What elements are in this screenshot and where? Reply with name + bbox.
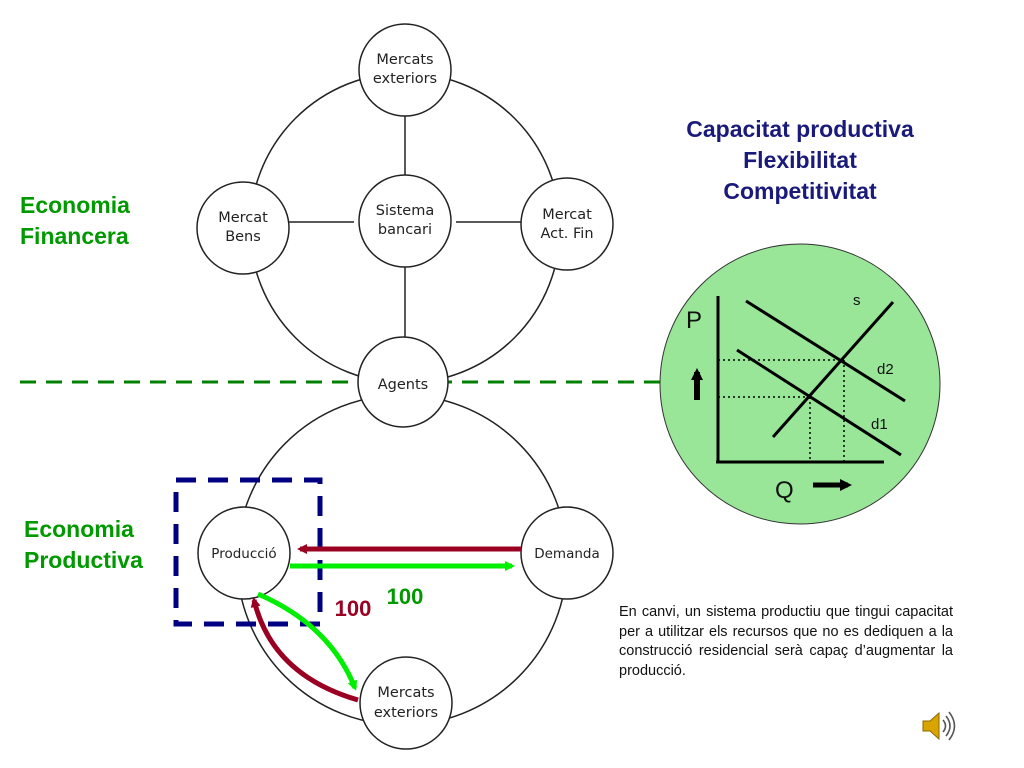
node-label: Demanda xyxy=(534,546,600,562)
graph-s-label: s xyxy=(853,292,861,309)
flow-green-value: 100 xyxy=(387,584,424,609)
node-label-line1: Sistema xyxy=(376,203,434,219)
demand-curve-d2 xyxy=(745,299,906,403)
graph-q-label: Q xyxy=(775,477,794,504)
title-line2: Flexibilitat xyxy=(743,147,857,173)
node-demanda: Demanda xyxy=(520,506,614,600)
node-sistema-bancari: Sistema bancari xyxy=(358,174,452,268)
description-text: En canvi, un sistema productiu que tingu… xyxy=(619,604,953,679)
title-block: Capacitat productiva Flexibilitat Compet… xyxy=(686,116,914,204)
node-produccio: Producció xyxy=(197,506,291,600)
node-label: Agents xyxy=(378,377,428,393)
node-label-line2: Act. Fin xyxy=(540,226,593,242)
node-label-line2: exteriors xyxy=(374,705,438,721)
graph-p-label: P xyxy=(686,307,702,334)
supply-curve xyxy=(771,301,895,438)
supply-demand-graph: P Q s d2 d1 xyxy=(659,243,941,525)
node-label-line2: Bens xyxy=(225,229,261,245)
speaker-icon-graphic xyxy=(922,711,956,741)
flow-red-value: 100 xyxy=(335,596,372,621)
graph-d2-label: d2 xyxy=(877,361,894,378)
produccio-highlight-box xyxy=(173,477,323,627)
label-economia-productiva: Economia Productiva xyxy=(24,516,143,573)
graph-d1-label: d1 xyxy=(871,416,888,433)
node-mercat-act-fin: Mercat Act. Fin xyxy=(520,177,614,271)
node-mercats-exteriors-bottom: Mercats exteriors xyxy=(359,656,453,750)
speaker-icon[interactable] xyxy=(917,706,957,746)
label-line2: Financera xyxy=(20,223,129,249)
node-mercat-bens: Mercat Bens xyxy=(196,181,290,275)
node-label-line1: Mercats xyxy=(376,52,433,68)
demand-curve-d1 xyxy=(736,348,902,457)
label-line1: Economia xyxy=(24,516,134,542)
node-label-line1: Mercat xyxy=(542,207,592,223)
node-label-line1: Mercats xyxy=(377,685,434,701)
flow-exteriors-to-produccio xyxy=(250,597,359,703)
title-line3: Competitivitat xyxy=(723,178,877,204)
label-line2: Productiva xyxy=(24,547,143,573)
node-label-line1: Mercat xyxy=(218,210,268,226)
label-line1: Economia xyxy=(20,192,130,218)
flow-produccio-to-exteriors xyxy=(257,591,358,691)
title-line1: Capacitat productiva xyxy=(686,116,914,142)
label-economia-financera: Economia Financera xyxy=(20,192,130,249)
node-label-line2: bancari xyxy=(378,222,432,238)
node-agents: Agents xyxy=(357,336,449,428)
node-mercats-exteriors-top: Mercats exteriors xyxy=(358,23,452,117)
node-label: Producció xyxy=(211,546,276,562)
node-label-line2: exteriors xyxy=(373,71,437,87)
